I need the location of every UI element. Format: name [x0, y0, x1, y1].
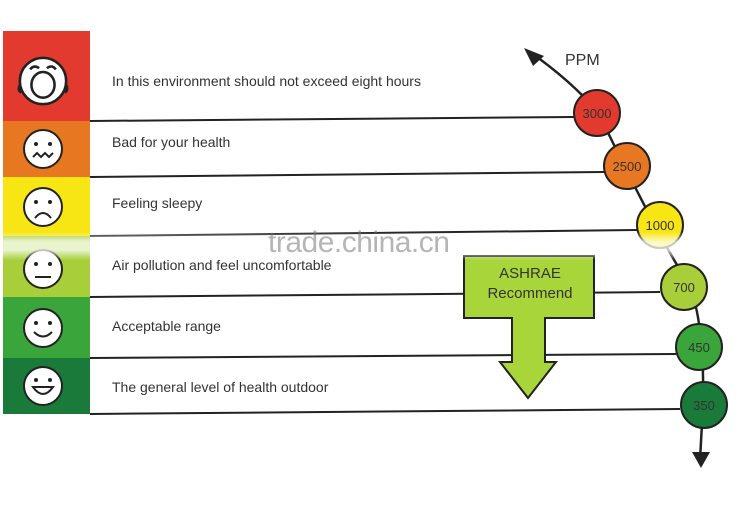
ppm-circle-700 — [660, 263, 708, 311]
ppm-axis-label: PPM — [565, 52, 600, 69]
level-text-450: Acceptable range — [112, 318, 221, 334]
divider-line-350 — [89, 408, 681, 415]
distressed-face-icon — [17, 56, 69, 106]
ppm-circle-3000 — [573, 89, 621, 137]
divider-line-2500 — [89, 171, 605, 178]
ppm-circle-350 — [680, 381, 728, 429]
ppm-value-3000: 3000 — [583, 106, 612, 121]
ppm-value-700: 700 — [673, 280, 695, 295]
ppm-value-2500: 2500 — [613, 159, 642, 174]
divider-line-450 — [89, 353, 677, 359]
watermark-strip — [0, 232, 750, 260]
level-text-2500: Bad for your health — [112, 134, 231, 150]
level-text-1000: Feeling sleepy — [112, 195, 203, 211]
grin-face-icon — [23, 366, 63, 406]
smile-face-icon — [23, 308, 63, 348]
watermark-text: trade.china.cn — [268, 226, 450, 259]
divider-line-3000 — [89, 116, 575, 122]
level-text-700: Air pollution and feel uncomfortable — [112, 257, 332, 273]
ppm-value-350: 350 — [693, 398, 715, 413]
ashrae-recommend-arrow — [463, 255, 595, 400]
level-text-3000: In this environment should not exceed ei… — [112, 73, 421, 89]
ppm-circle-2500 — [603, 142, 651, 190]
level-text-350: The general level of health outdoor — [112, 379, 329, 395]
axis-arrow-up-icon — [524, 48, 544, 66]
ashrae-label-line1: ASHRAE — [499, 265, 561, 282]
ashrae-label-line2: Recommend — [487, 285, 573, 302]
ppm-value-1000: 1000 — [646, 218, 675, 233]
ppm-value-450: 450 — [688, 340, 710, 355]
axis-arrow-down-icon — [692, 452, 710, 468]
sad-face-icon — [23, 187, 63, 227]
ppm-circle-450 — [675, 323, 723, 371]
sick-face-icon — [23, 129, 63, 169]
